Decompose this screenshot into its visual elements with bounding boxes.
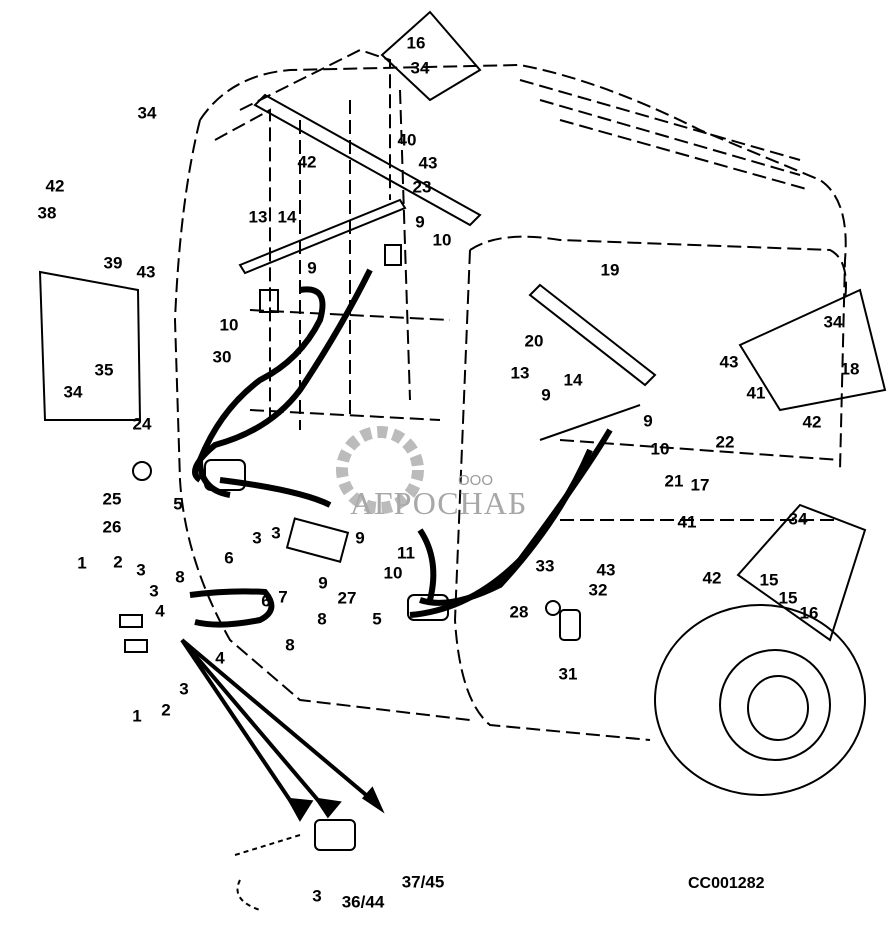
drawing-code: CC001282 xyxy=(688,875,765,892)
callout-label: 28 xyxy=(509,602,529,622)
callout-label: 7 xyxy=(278,587,288,607)
callout-label: 37/45 xyxy=(401,872,445,892)
callout-label: 43 xyxy=(418,153,438,173)
callout-label: 9 xyxy=(307,258,317,278)
callout-label: 6 xyxy=(224,548,234,568)
callout-label: 10 xyxy=(219,315,239,335)
callout-label: 13 xyxy=(510,363,530,383)
callout-label: 13 xyxy=(248,207,268,227)
callout-label: 41 xyxy=(677,512,697,532)
callout-label: 9 xyxy=(318,573,328,593)
callout-label: 17 xyxy=(690,475,710,495)
callout-label: 15 xyxy=(759,570,779,590)
callout-label: 42 xyxy=(297,152,317,172)
callout-label: 2 xyxy=(161,700,171,720)
cross-tubes xyxy=(238,93,657,441)
callout-label: 16 xyxy=(406,33,426,53)
detail-inset-right-upper xyxy=(738,288,887,412)
callout-label: 4 xyxy=(215,648,225,668)
callout-label: 19 xyxy=(600,260,620,280)
callout-label: 20 xyxy=(524,331,544,351)
callout-label: 43 xyxy=(136,262,156,282)
callout-label: 34 xyxy=(410,58,430,78)
callout-label: 10 xyxy=(383,563,403,583)
callout-label: 25 xyxy=(102,489,122,509)
callout-label: 1 xyxy=(77,553,87,573)
callout-label: 14 xyxy=(563,370,583,390)
callout-label: 15 xyxy=(778,588,798,608)
callout-label: 14 xyxy=(277,207,297,227)
callout-label: 43 xyxy=(596,560,616,580)
callout-label: 5 xyxy=(372,609,382,629)
coupler-tip xyxy=(234,834,301,911)
callout-label: 34 xyxy=(137,103,157,123)
callout-label: 34 xyxy=(63,382,83,402)
detail-inset-top xyxy=(380,10,482,102)
callout-label: 34 xyxy=(788,509,808,529)
callout-label: 9 xyxy=(643,411,653,431)
callout-label: 10 xyxy=(432,230,452,250)
callout-label: 11 xyxy=(397,543,415,563)
callout-label: 8 xyxy=(175,567,185,587)
callout-label: 43 xyxy=(719,352,739,372)
detail-inset-right-lower xyxy=(736,503,867,642)
callout-label: 9 xyxy=(415,212,425,232)
hoses xyxy=(189,268,613,628)
baler-body-outline xyxy=(173,48,847,741)
callout-label: 41 xyxy=(746,383,766,403)
callout-label: 42 xyxy=(45,176,65,196)
callout-label: 35 xyxy=(94,360,114,380)
callout-label: 42 xyxy=(702,568,722,588)
callout-label: 18 xyxy=(840,359,860,379)
callout-label: 16 xyxy=(799,603,819,623)
wheel xyxy=(654,604,866,796)
callout-label: 24 xyxy=(132,414,152,434)
callout-label: 33 xyxy=(535,556,555,576)
callout-label: 4 xyxy=(155,601,165,621)
callout-label: 30 xyxy=(212,347,232,367)
callout-label: 38 xyxy=(37,203,57,223)
callout-label: 6 xyxy=(261,591,271,611)
callout-label: 27 xyxy=(337,588,357,608)
callout-label: 42 xyxy=(802,412,822,432)
watermark-prefix: ООО xyxy=(458,472,494,489)
callout-label: 2 xyxy=(113,552,123,572)
callout-label: 21 xyxy=(664,471,684,491)
callout-label: 3 xyxy=(179,679,189,699)
callout-label: 10 xyxy=(650,439,670,459)
callout-label: 3 xyxy=(149,581,159,601)
callout-label: 32 xyxy=(588,580,608,600)
callout-label: 3 xyxy=(252,528,262,548)
callout-label: 26 xyxy=(102,517,122,537)
callout-label: 23 xyxy=(412,177,432,197)
callout-label: 1 xyxy=(132,706,142,726)
callout-label: 36/44 xyxy=(341,892,385,912)
callout-label: 3 xyxy=(136,560,146,580)
callout-label: 8 xyxy=(317,609,327,629)
callout-label: 34 xyxy=(823,312,843,332)
agrosnab-watermark: ООО АГРОСНАБ xyxy=(330,410,560,525)
gear-logo-icon xyxy=(336,426,424,514)
callout-label: 39 xyxy=(103,253,123,273)
callout-label: 9 xyxy=(541,385,551,405)
callout-label: 8 xyxy=(285,635,295,655)
callout-label: 3 xyxy=(271,523,281,543)
arrows-to-coupler-detail xyxy=(180,638,385,822)
callout-label: 40 xyxy=(397,130,417,150)
callout-label: 22 xyxy=(715,432,735,452)
callout-label: 9 xyxy=(355,528,365,548)
fittings xyxy=(119,244,581,851)
watermark-name: АГРОСНАБ xyxy=(350,485,528,521)
detail-inset-left xyxy=(38,270,142,421)
callout-label: 31 xyxy=(558,664,578,684)
callout-label: 3 xyxy=(312,886,322,906)
callout-label: 5 xyxy=(173,494,183,514)
